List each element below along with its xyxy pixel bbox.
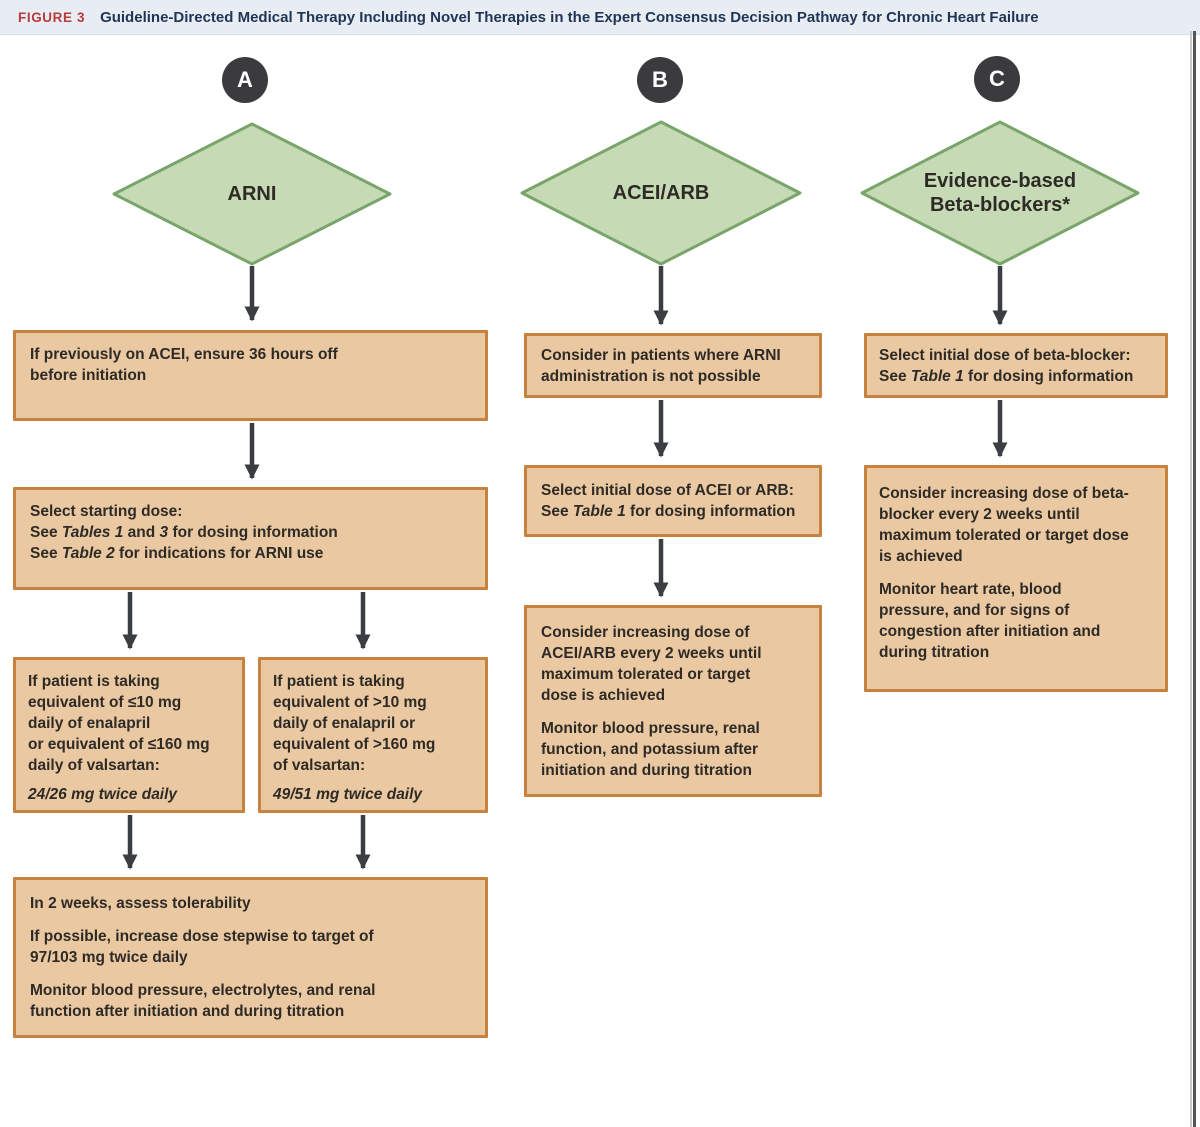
- paragraph: In 2 weeks, assess tolerability: [30, 895, 251, 912]
- paragraph: Consider increasing dose of beta- blocke…: [879, 485, 1129, 565]
- figure-title: Guideline-Directed Medical Therapy Inclu…: [100, 8, 1039, 26]
- box-arni-washout-line2: before initiation: [30, 367, 147, 384]
- paragraph: If possible, increase dose stepwise to t…: [30, 928, 374, 966]
- box-acei-select-dose-line2: See Table 1 for dosing information: [541, 503, 796, 520]
- box-arni-starting-dose-line3: See Table 2 for indications for ARNI use: [30, 545, 324, 562]
- line: administration is not possible: [541, 368, 761, 385]
- box-arni-low-equivalent: If patient is taking equivalent of ≤10 m…: [13, 657, 245, 813]
- box-arni-high-equivalent: If patient is taking equivalent of >10 m…: [258, 657, 488, 813]
- box-bb-titration: Consider increasing dose of beta- blocke…: [864, 465, 1168, 692]
- diamond-beta-blockers-label-line1: Evidence-based: [923, 170, 1077, 192]
- box-bb-select-dose-line1: Select initial dose of beta-blocker:: [879, 347, 1131, 364]
- box-bb-select-dose: Select initial dose of beta-blocker: See…: [864, 333, 1168, 398]
- badge-a: A: [222, 57, 268, 103]
- box-arni-washout: If previously on ACEI, ensure 36 hours o…: [13, 330, 488, 421]
- box-acei-select-dose: Select initial dose of ACEI or ARB: See …: [524, 465, 822, 537]
- box-arni-high-dose: 49/51 mg twice daily: [273, 786, 423, 803]
- diamond-beta-blockers-label: Evidence-based Beta-blockers*: [880, 169, 1120, 217]
- figure-number-label: FIGURE 3: [18, 9, 86, 25]
- line: daily of enalapril: [28, 715, 151, 732]
- line: equivalent of >10 mg: [273, 694, 427, 711]
- diamond-beta-blockers-label-line2: Beta-blockers*: [929, 194, 1071, 216]
- box-acei-titration: Consider increasing dose of ACEI/ARB eve…: [524, 605, 822, 797]
- diamond-acei-arb-label: ACEI/ARB: [612, 182, 710, 204]
- page-edge-highlight: [1190, 31, 1192, 1127]
- box-arni-washout-line1: If previously on ACEI, ensure 36 hours o…: [30, 346, 338, 363]
- paragraph: Consider increasing dose of ACEI/ARB eve…: [541, 624, 762, 704]
- box-arni-starting-dose: Select starting dose: See Tables 1 and 3…: [13, 487, 488, 590]
- line: equivalent of ≤10 mg: [28, 694, 182, 711]
- line: If patient is taking: [28, 673, 160, 690]
- paragraph: Monitor blood pressure, renal function, …: [541, 720, 760, 779]
- badge-c: C: [974, 56, 1020, 102]
- line: or equivalent of ≤160 mg: [28, 736, 210, 753]
- line: daily of valsartan:: [28, 757, 160, 774]
- figure-header: FIGURE 3 Guideline-Directed Medical Ther…: [0, 0, 1200, 35]
- badge-b: B: [637, 57, 683, 103]
- diamond-arni-label: ARNI: [227, 183, 277, 205]
- box-arni-titration: In 2 weeks, assess tolerability If possi…: [13, 877, 488, 1038]
- page-edge-border: [1193, 31, 1196, 1127]
- box-arni-starting-dose-line1: Select starting dose:: [30, 503, 183, 520]
- box-arni-low-dose: 24/26 mg twice daily: [28, 786, 178, 803]
- line: of valsartan:: [273, 757, 366, 774]
- box-acei-select-dose-line1: Select initial dose of ACEI or ARB:: [541, 482, 794, 499]
- box-arni-starting-dose-line2: See Tables 1 and 3 for dosing informatio…: [30, 524, 338, 541]
- line: If patient is taking: [273, 673, 405, 690]
- line: daily of enalapril or: [273, 715, 416, 732]
- line: Consider in patients where ARNI: [541, 347, 781, 364]
- box-acei-consider: Consider in patients where ARNI administ…: [524, 333, 822, 398]
- paragraph: Monitor blood pressure, electrolytes, an…: [30, 982, 376, 1020]
- box-bb-select-dose-line2: See Table 1 for dosing information: [879, 368, 1134, 385]
- line: equivalent of >160 mg: [273, 736, 436, 753]
- paragraph: Monitor heart rate, blood pressure, and …: [879, 581, 1101, 661]
